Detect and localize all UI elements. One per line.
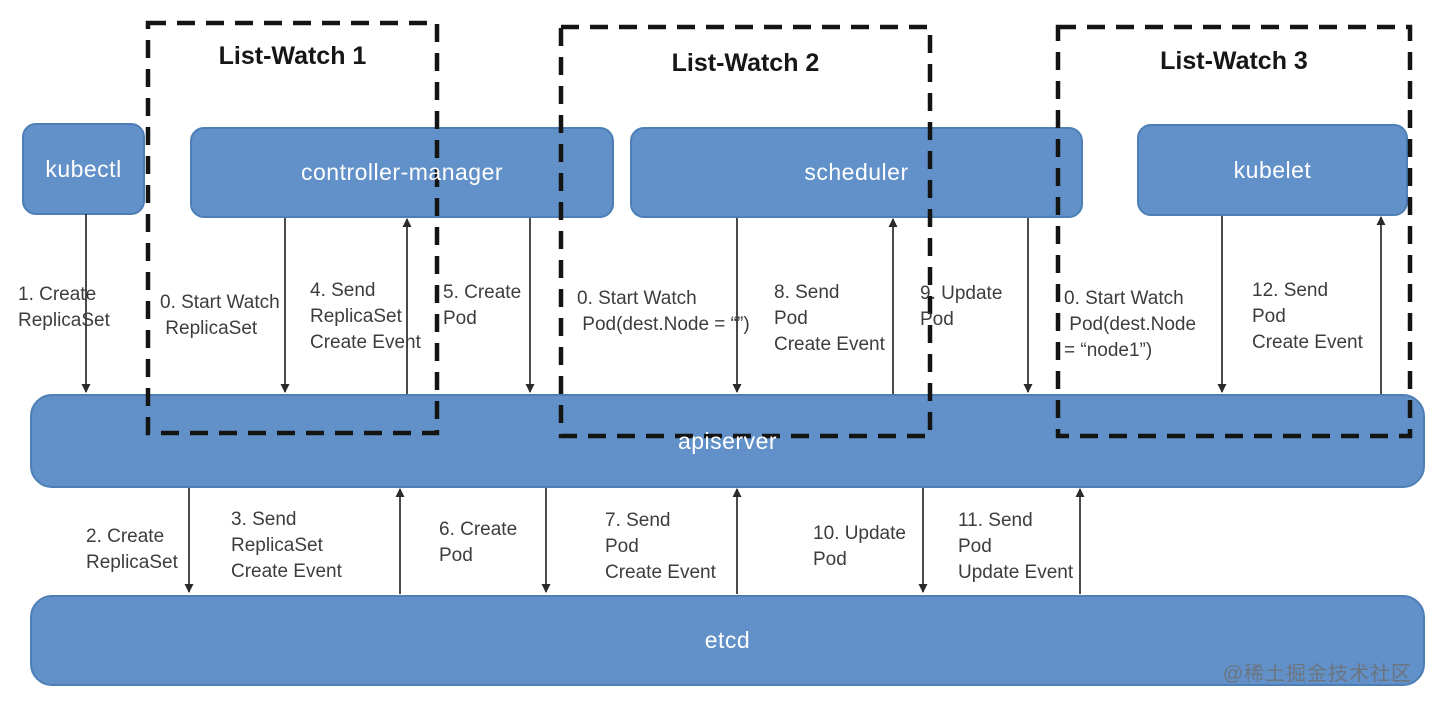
flow-label: 7. Send Pod Create Event [605, 510, 716, 583]
node-controller-manager: controller-manager [190, 127, 614, 218]
node-label-kubectl: kubectl [45, 155, 122, 182]
group-border-list-watch-1 [145, 20, 440, 436]
node-label-scheduler: scheduler [804, 159, 909, 185]
group-title-list-watch-3: List-Watch 3 [1160, 47, 1308, 75]
flow-label: 8. Send Pod Create Event [774, 282, 885, 355]
group-border-list-watch-2 [558, 24, 933, 439]
watermark: @稀土掘金技术社区 [1222, 663, 1412, 685]
group-title-list-watch-2: List-Watch 2 [671, 49, 820, 77]
node-kubectl: kubectl [22, 123, 145, 215]
node-label-etcd: etcd [704, 627, 751, 653]
flow-label: 6. Create Pod [439, 519, 518, 566]
flow-label: 3. Send ReplicaSet Create Event [231, 509, 342, 582]
node-label-controller-manager: controller-manager [300, 159, 504, 185]
flow-label: 9. Update Pod [920, 283, 1003, 330]
flow-label: 10. Update Pod [813, 523, 906, 570]
flow-label: 12. Send Pod Create Event [1252, 280, 1363, 353]
flow-label: 4. Send ReplicaSet Create Event [310, 280, 421, 353]
flow-label: 0. Start Watch Pod(dest.Node = “”) [577, 288, 750, 335]
flow-label: 1. Create ReplicaSet [18, 284, 110, 331]
flow-label: 0. Start Watch Pod(dest.Node = “node1”) [1064, 288, 1197, 361]
group-border-list-watch-3 [1055, 24, 1413, 439]
node-label-kubelet: kubelet [1233, 156, 1312, 183]
node-apiserver: apiserver [30, 394, 1425, 488]
flow-label: 11. Send Pod Update Event [958, 510, 1074, 583]
node-kubelet: kubelet [1137, 124, 1408, 216]
flow-label: 0. Start Watch ReplicaSet [160, 292, 280, 339]
flow-label: 5. Create Pod [443, 282, 522, 329]
node-label-apiserver: apiserver [677, 427, 778, 454]
node-scheduler: scheduler [630, 127, 1083, 218]
flow-label: 2. Create ReplicaSet [86, 526, 178, 573]
group-title-list-watch-1: List-Watch 1 [218, 42, 367, 70]
node-etcd: etcd [30, 595, 1425, 686]
